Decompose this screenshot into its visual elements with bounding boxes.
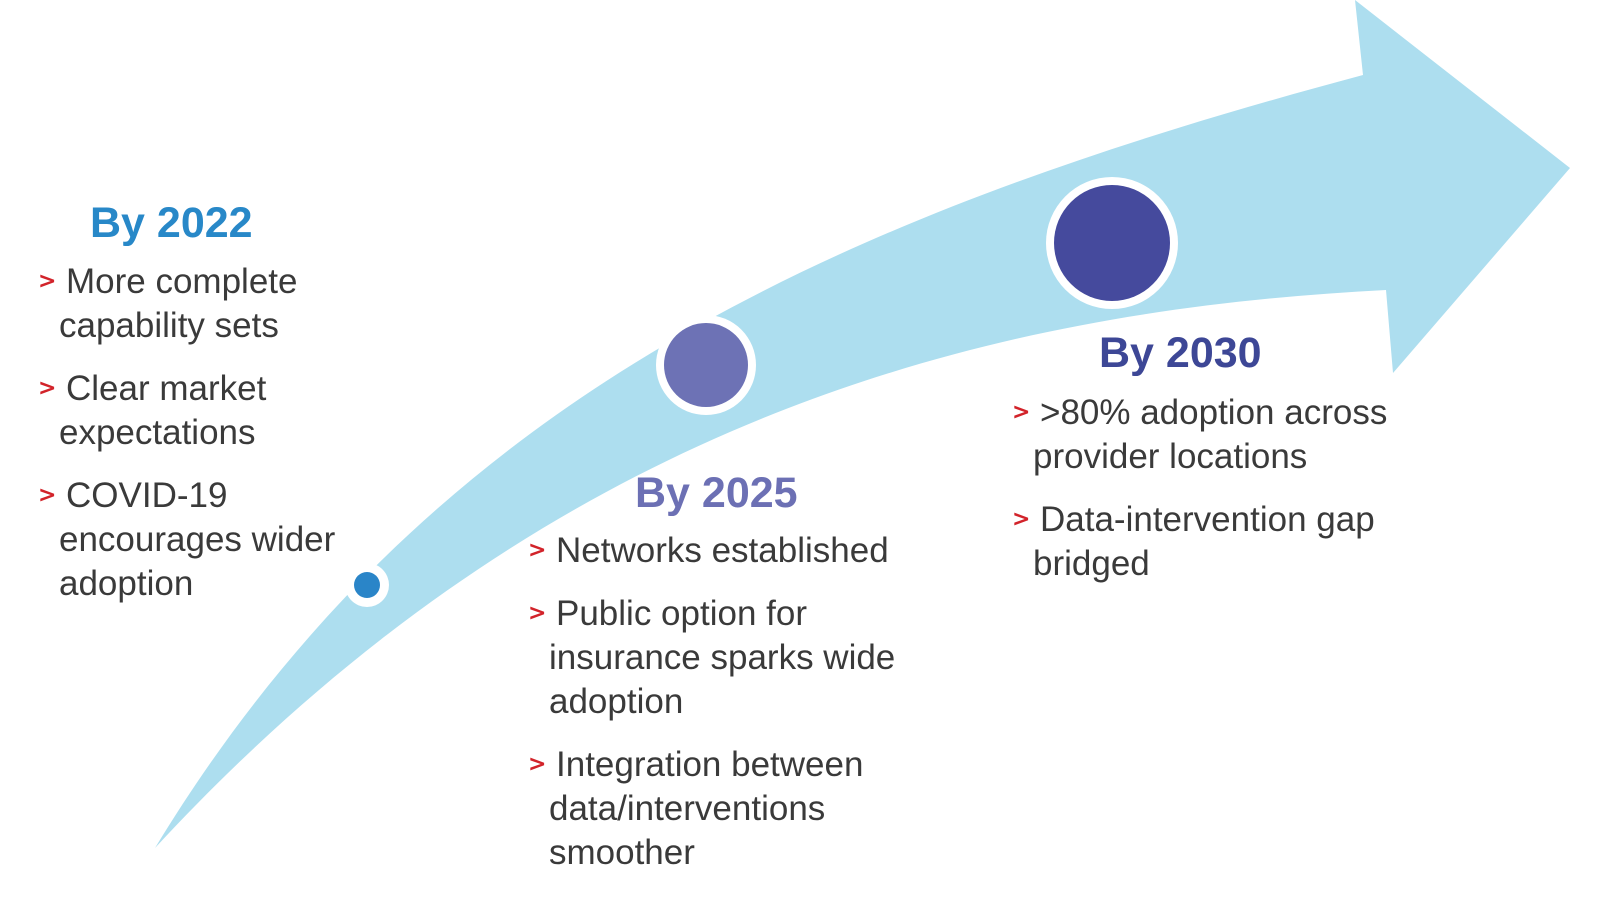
chevron-right-icon: >	[38, 483, 57, 508]
chevron-right-icon: >	[38, 269, 57, 294]
list-item-text: Data-intervention gap bridged	[1033, 500, 1375, 583]
milestone-2030: By 2030 > >80% adoption across provider …	[1012, 332, 1392, 605]
list-item-text: More complete capability sets	[59, 262, 298, 345]
milestone-dot-2030	[1046, 177, 1178, 309]
milestone-list-2025: > Networks established > Public option f…	[528, 529, 948, 875]
list-item: > >80% adoption across provider location…	[1012, 391, 1392, 479]
list-item-text: Public option for insurance sparks wide …	[549, 594, 896, 721]
chevron-right-icon: >	[38, 376, 57, 401]
list-item: > More complete capability sets	[38, 260, 378, 348]
list-item: > Clear market expectations	[38, 367, 378, 455]
milestone-2022: By 2022 > More complete capability sets …	[38, 202, 378, 625]
list-item: > COVID-19 encourages wider adoption	[38, 474, 378, 606]
milestone-dot-2022	[345, 563, 389, 607]
list-item: > Integration between data/interventions…	[528, 743, 948, 875]
curved-arrow	[155, 0, 1570, 848]
milestone-title-2025: By 2025	[635, 469, 798, 517]
milestone-dot-2025	[656, 315, 756, 415]
list-item-text: >80% adoption across provider locations	[1033, 393, 1388, 476]
list-item: > Public option for insurance sparks wid…	[528, 592, 948, 724]
list-item-text: Networks established	[556, 531, 889, 570]
milestone-list-2030: > >80% adoption across provider location…	[1012, 391, 1392, 586]
milestone-list-2022: > More complete capability sets > Clear …	[38, 260, 378, 606]
milestone-title-2022: By 2022	[90, 199, 253, 247]
chevron-right-icon: >	[528, 538, 547, 563]
chevron-right-icon: >	[1012, 507, 1031, 532]
milestone-title-2030: By 2030	[1099, 329, 1262, 377]
list-item: > Networks established	[528, 529, 948, 573]
list-item-text: Integration between data/interventions s…	[549, 745, 864, 872]
list-item: > Data-intervention gap bridged	[1012, 498, 1392, 586]
chevron-right-icon: >	[528, 601, 547, 626]
list-item-text: Clear market expectations	[59, 369, 267, 452]
chevron-right-icon: >	[1012, 400, 1031, 425]
milestone-2025: By 2025 > Networks established > Public …	[528, 472, 948, 894]
list-item-text: COVID-19 encourages wider adoption	[59, 476, 336, 603]
chevron-right-icon: >	[528, 752, 547, 777]
